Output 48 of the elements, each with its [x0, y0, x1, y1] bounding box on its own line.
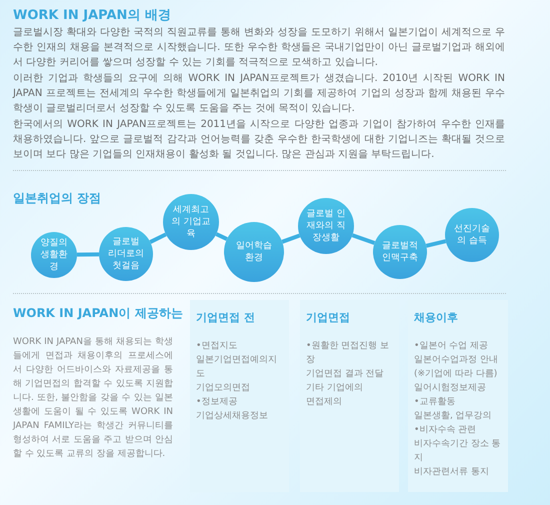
circle-label: 선진기술의 습득: [453, 223, 491, 248]
section-heading: WORK IN JAPAN이 제공하는: [13, 305, 183, 322]
panel-heading: 기업면접: [306, 310, 351, 325]
circle-label: 글로벌적 인맥구축: [381, 240, 419, 265]
circle-label: 세계최고의 기업교육: [171, 204, 211, 241]
list-item: 일본어수업과정 안내: [414, 354, 499, 367]
list-item: 일본기업면접예의지도: [196, 354, 278, 381]
connector-line: [426, 239, 446, 248]
list-item: 비자수속기간 장소 통지: [414, 438, 502, 465]
step-circle: [99, 227, 153, 281]
title: WORK IN JAPAN의 배경: [13, 7, 171, 24]
list-item: 비자관련서류 통지: [414, 466, 490, 479]
list-item: (※기업에 따라 다름): [414, 368, 498, 381]
connector-line: [352, 233, 376, 245]
list-item: •원활한 면접진행 보장: [306, 340, 390, 367]
panel-heading: 기업면접 전: [196, 310, 256, 325]
step-circle: [224, 222, 284, 282]
section-heading: 일본취업의 장점: [13, 190, 102, 207]
list-item: 면접제의: [306, 396, 343, 409]
list-item: 일본생활, 업무강의: [414, 410, 493, 423]
connector-line: [215, 232, 228, 241]
step-circle: [298, 198, 354, 254]
step-circle: [445, 208, 499, 262]
list-item: 기업면접 결과 전달: [306, 368, 385, 381]
paragraph: WORK IN JAPAN을 통해 채용되는 학생들에게 면접과 채용이후의 프로세스에서 다양한 어드바이스와 자료제공을 통해 기업면접의 합격할 수 있도록 지원합니다. 또한, 불안함을 갖을 수 있는 일본생활에 도움이 될 수 있도록 WORK IN JAPAN FAMILY라는 학생간 커뮤니티를 형성하여 서로 도움을 주고 받으며 안심할 수 있도록 교류의 장을 제공합니다.: [13, 336, 173, 461]
paragraph: 이러한 기업과 학생들의 요구에 의해 WORK IN JAPAN프로젝트가 생겼습니다. 2010년 시작된 WORK IN JAPAN 프로젝트는 전세계의 우수한 학생들에게 일본취업의 기회를 제공하여 기업의 성장과 함께 채용된 우수학생이 글로벌리더로서 성장할 수 있도록 도움을 주는 것에 목적이 있습니다.: [13, 72, 505, 116]
list-item: •일본어 수업 제공: [414, 340, 490, 353]
list-item: 기업상세채용정보: [196, 410, 269, 423]
list-item: 기타 기업에의: [306, 382, 364, 395]
panel-heading: 채용이후: [414, 310, 459, 325]
connector-line: [282, 234, 300, 244]
circle-label: 일어학습 환경: [235, 240, 273, 265]
circle-label: 양질의 생활환경: [39, 237, 68, 274]
paragraph: 글로벌시장 확대와 다양한 국적의 직원교류를 통해 변화와 성장을 도모하기 위해서 일본기업이 세계적으로 우수한 인재의 채용을 본격적으로 시작했습니다. 또한 우수한 학생들은 국내기업만이 아닌 글로벌기업과 해외에서 다양한 커리어를 쌓으며 성장할 수 있는 기회를 적극적으로 모색하고 있습니다.: [13, 26, 505, 70]
connector-line: [76, 252, 100, 257]
list-item: •교류활동: [414, 396, 456, 409]
step-circle: [31, 232, 77, 278]
step-circle: [163, 194, 219, 250]
list-item: •정보제공: [196, 396, 238, 409]
paragraph: 한국에서의 WORK IN JAPAN프로젝트는 2011년을 시작으로 다양한 업종과 기업이 참가하여 우수한 인재를 채용하였습니다. 앞으로 글로벌적 감각과 언어능력를 갖춘 우수한 한국학생에 대한 기업니즈는 확대될 것으로 보이며 보다 많은 기업들의 인재채용이 활성화 될 것입니다. 많은 관심과 지원을 부탁드립니다.: [13, 118, 505, 162]
list-item: •비자수속 관련: [414, 424, 478, 437]
circle-label: 글로벌 인재와의 직장생활: [306, 208, 346, 245]
list-item: •면접지도: [196, 340, 238, 353]
step-circle: [373, 225, 427, 279]
connector-line: [149, 232, 167, 244]
list-item: 일어시험정보제공: [414, 382, 487, 395]
list-item: 기업모의면접: [196, 382, 251, 395]
circle-label: 글로벌 리더로의 첫걸음: [107, 236, 145, 273]
